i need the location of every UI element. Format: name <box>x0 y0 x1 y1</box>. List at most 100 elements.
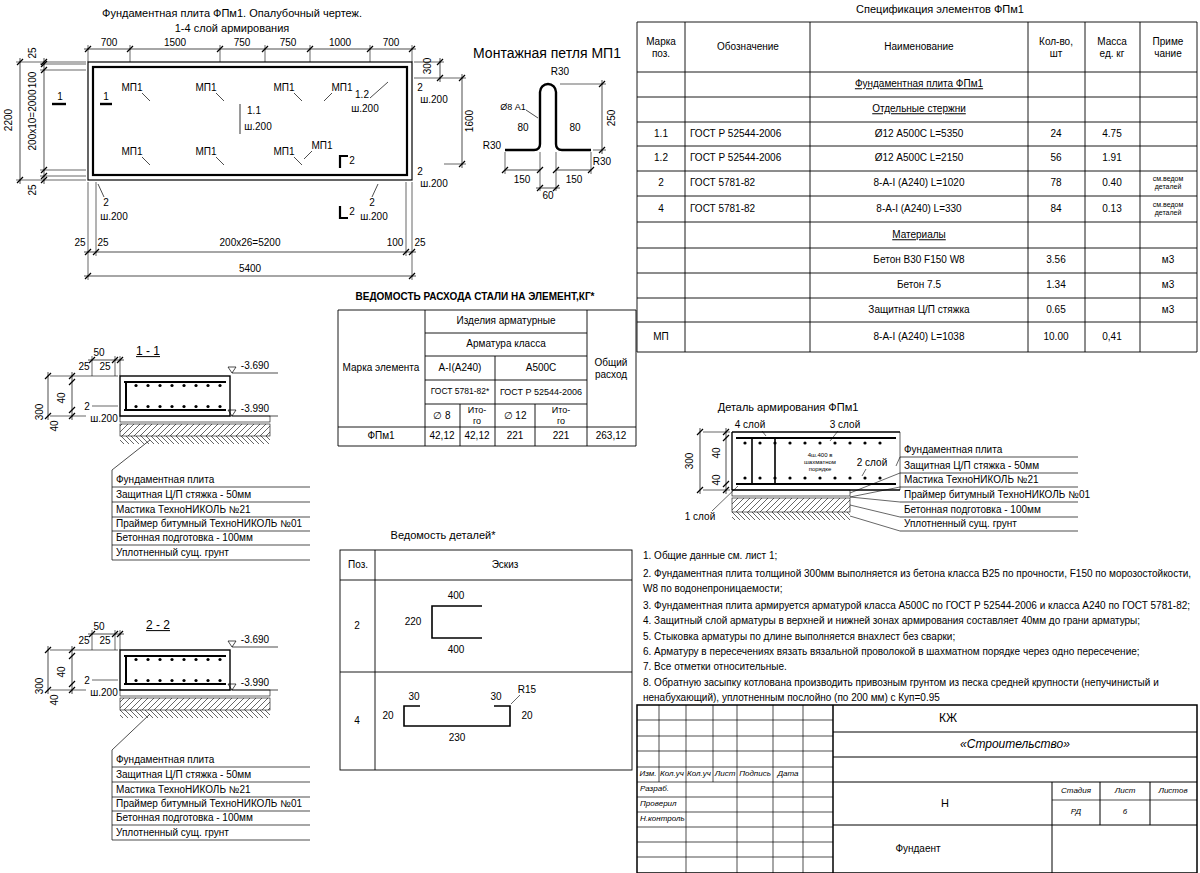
title-block-text: «Строительство» <box>960 738 1070 752</box>
extension-line <box>50 376 118 377</box>
elevation-mark <box>228 367 236 373</box>
extension-line <box>40 64 86 65</box>
extension-line <box>220 45 221 62</box>
ground <box>120 436 270 444</box>
rebar-dot <box>146 384 149 387</box>
layer-label: Фундаментная плита <box>116 474 214 486</box>
dimension-text: 400 <box>448 590 465 602</box>
rebar-dot <box>158 384 161 387</box>
table-line <box>1085 22 1086 352</box>
title-block-line <box>686 705 687 873</box>
dimension-text: 230 <box>449 732 466 744</box>
extension-line <box>88 182 89 256</box>
title-block-frame <box>637 705 1197 873</box>
layer-label: Защитная Ц/П стяжка - 50мм <box>116 489 251 501</box>
extension-line <box>40 70 86 71</box>
title-block-line <box>737 705 738 873</box>
table-header: Приме чание <box>1146 36 1190 59</box>
rebar-dot <box>803 441 806 444</box>
layer-label: Праймер битумный ТехноНИКОЛЬ №01 <box>904 489 1090 501</box>
table-line <box>637 122 1197 123</box>
slab-section <box>120 376 230 416</box>
title-block-text: КЖ <box>939 712 957 726</box>
table-line <box>338 446 636 447</box>
table-line <box>810 22 811 352</box>
dimension-text: 300 <box>34 678 46 695</box>
layer-underline <box>112 767 310 768</box>
layer-label: Бетонная подготовка - 100мм <box>116 812 253 824</box>
screed-layer <box>120 690 270 696</box>
leader-line <box>712 486 738 511</box>
extension-line <box>412 182 413 256</box>
table-cell: 78 <box>1050 177 1061 189</box>
table-line <box>685 22 686 352</box>
layer-label: Мастика ТехноНИКОЛЬ №21 <box>116 504 251 516</box>
dimension-line <box>84 276 416 277</box>
dimension-text: 300 <box>422 58 434 75</box>
note-text: 5. Стыковка арматуры по длине выполняетс… <box>643 629 1196 644</box>
table-cell: МП <box>653 331 669 343</box>
table-cell: ∅ 12 <box>504 410 527 422</box>
concrete-prep <box>732 498 850 512</box>
leader-line <box>762 431 766 436</box>
leader-line <box>142 93 150 101</box>
table-line <box>1197 22 1198 352</box>
table-cell: Ø12 А500С L=5350 <box>875 128 964 140</box>
extension-line <box>40 180 86 181</box>
table-line <box>425 356 587 357</box>
part-mark: 2 <box>84 675 90 687</box>
table-cell: Общий расход <box>589 357 633 380</box>
extension-line <box>40 176 86 177</box>
note-text: 4ш.400 в шахматном порядке <box>798 452 842 473</box>
extension-line <box>505 152 506 174</box>
note-text: 3. Фундаментная плита армируется арматур… <box>643 598 1196 613</box>
dimension-text: 40 <box>56 392 68 403</box>
table-section: Материалы <box>892 229 946 241</box>
leader-line <box>92 680 118 681</box>
extension-line <box>92 630 93 650</box>
table-line <box>637 248 1197 249</box>
table-cell: 42,12 <box>464 430 489 442</box>
slab-section <box>900 432 901 490</box>
title-block-line <box>832 705 834 873</box>
rebar-dot <box>194 405 197 408</box>
leader-line <box>92 406 118 407</box>
table-line <box>460 404 461 446</box>
dimension-text: 40 <box>56 666 68 677</box>
dimension-tick <box>553 185 559 191</box>
table-line <box>636 310 637 446</box>
table-line <box>495 356 496 446</box>
dimension-text: 40 <box>711 474 723 485</box>
rebar-dot <box>833 476 836 479</box>
rebar-dot <box>788 476 791 479</box>
dimension-tick <box>723 435 729 441</box>
extension-line <box>50 690 86 691</box>
leader-line <box>294 157 302 165</box>
table-cell: 221 <box>553 430 570 442</box>
rebar-dot <box>743 441 746 444</box>
dimension-text: -3.690 <box>241 360 269 372</box>
elevation-line <box>232 690 278 691</box>
dimension-line <box>505 170 540 171</box>
part-mark: 1.1 <box>247 105 261 117</box>
part-mark: 1 слой <box>685 511 715 523</box>
table-line <box>340 672 632 673</box>
dimension-text: 25 <box>78 635 89 647</box>
layer-label: Фундаментная плита <box>116 754 214 766</box>
layer-underline <box>112 797 310 798</box>
dimension-line <box>44 58 45 184</box>
title-block-line <box>833 757 1197 758</box>
leader-line <box>850 505 900 517</box>
table-cell: Ито- го <box>463 405 491 427</box>
dimension-text: 25 <box>78 361 89 373</box>
dimension-text: 25 <box>99 361 110 373</box>
dimension-text: 200х10=2000 <box>27 90 39 151</box>
leader-line <box>850 516 900 531</box>
section-cut <box>52 103 66 105</box>
layer-underline <box>112 545 310 546</box>
note-text: 8. Обратную засыпку котлована производит… <box>643 675 1196 705</box>
slab-section <box>732 431 900 432</box>
dimension-text: 250 <box>606 110 618 127</box>
part-mark: 2 <box>84 401 90 413</box>
dimension-line <box>48 646 49 694</box>
